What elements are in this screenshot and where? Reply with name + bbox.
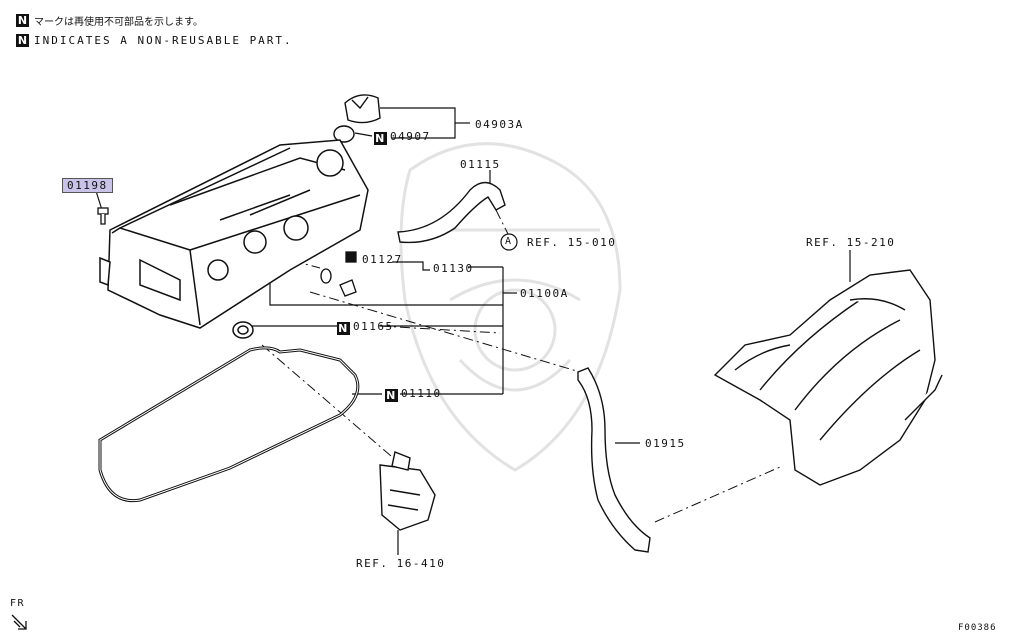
legend-english: N INDICATES A NON-REUSABLE PART. [16, 34, 293, 47]
part-number: 01165 [353, 320, 394, 333]
ref-circle-a: A [505, 236, 513, 247]
part-number: 01127 [362, 253, 403, 266]
part-label-01100a: 01100A [520, 287, 569, 300]
part-label-04903a: 04903A [475, 118, 524, 131]
part-label-01915: 01915 [645, 437, 686, 450]
part-label-01115: 01115 [460, 158, 501, 171]
part-label-01130: 01130 [433, 262, 474, 275]
part-label-01198-highlighted[interactable]: 01198 [62, 178, 113, 193]
rocker-cover [99, 139, 369, 329]
intake-manifold [713, 269, 943, 486]
non-reusable-marker: N [337, 322, 350, 335]
legend-english-text: INDICATES A NON-REUSABLE PART. [34, 34, 293, 47]
ref-label-15-010: REF. 15-010 [527, 236, 617, 249]
part-number: 04907 [390, 130, 431, 143]
ref-label-16-410: REF. 16-410 [356, 557, 446, 570]
legend-japanese-text: マークは再使用不可部品を示します。 [34, 17, 203, 28]
figure-id: F00386 [958, 623, 997, 633]
non-reusable-marker: N [374, 132, 387, 145]
ref-label-15-210: REF. 15-210 [806, 236, 896, 249]
non-reusable-marker: N [16, 34, 29, 47]
part-label-01127: 01127 [350, 253, 403, 266]
part-number: 01110 [401, 387, 442, 400]
legend-japanese: N マークは再使用不可部品を示します。 [16, 13, 203, 28]
non-reusable-marker: N [385, 389, 398, 402]
fr-orientation-label: FR [10, 598, 26, 609]
non-reusable-marker: N [16, 14, 29, 27]
watermark-logo [399, 142, 622, 472]
